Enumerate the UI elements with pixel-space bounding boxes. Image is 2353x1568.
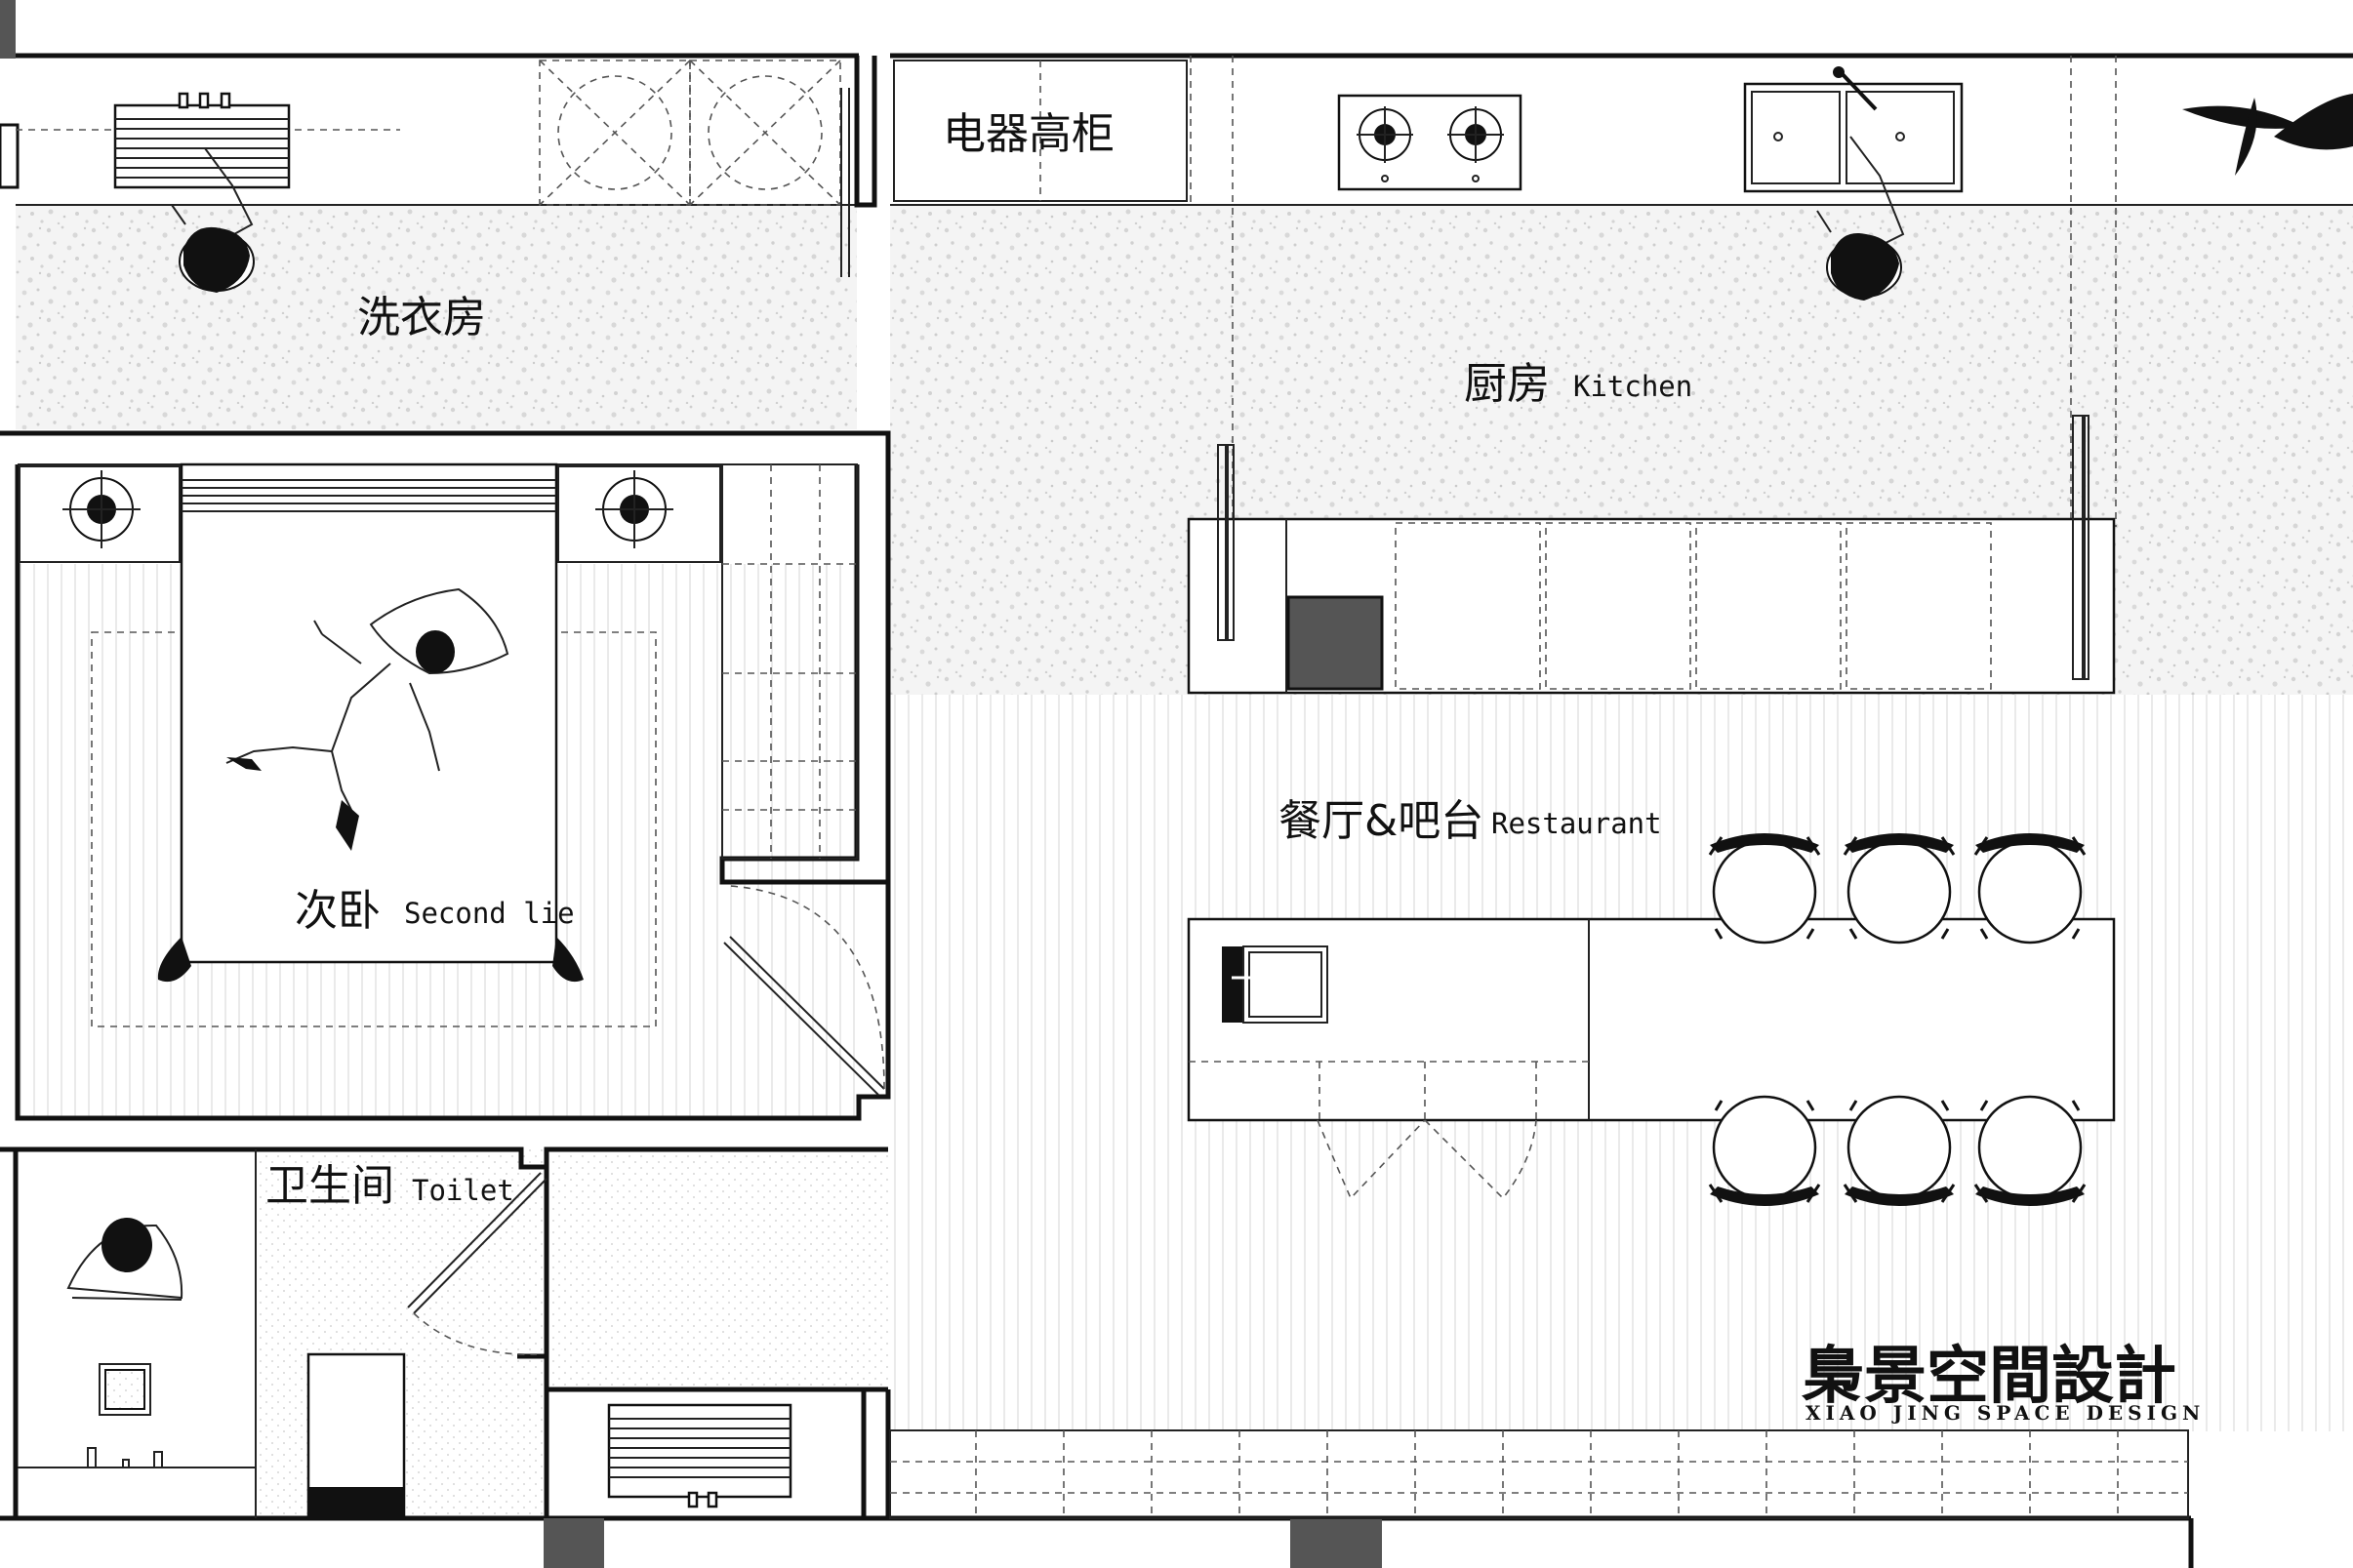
toilet-room: 卫生间 Toilet: [18, 1149, 548, 1520]
studio-logo: 梟景空間設計 XIAO JING SPACE DESIGN: [1801, 1340, 2205, 1425]
kitchen-sink: [1743, 66, 1964, 193]
toilet-label-en: Toilet: [412, 1174, 514, 1207]
bottom-storage-cabinet: [889, 1429, 2189, 1519]
bar-stool-top-2: [1843, 833, 1956, 945]
toilet-door: [407, 1172, 548, 1355]
bar-stool-top-1: [1708, 833, 1821, 945]
kitchen-island-counter: [1187, 415, 2116, 695]
kitchen-label: 厨房 Kitchen: [1464, 359, 1692, 409]
dining-bar-label-en: Restaurant: [1491, 807, 1662, 840]
kitchen-label-cn: 厨房: [1464, 359, 1550, 409]
tall-cabinet-label: 电器高柜: [943, 109, 1115, 159]
lower-sink-vanity: [607, 1403, 792, 1508]
logo-en: XIAO JING SPACE DESIGN: [1805, 1401, 2205, 1425]
tall-appliance-cabinet: [893, 56, 1192, 205]
bar-stool-top-3: [1973, 833, 2087, 945]
bar-stool-bottom-3: [1973, 1095, 2087, 1206]
nightstand-lamp-right: [557, 465, 721, 563]
washing-sink: [113, 92, 291, 189]
fan-plant-icon: [2182, 94, 2353, 176]
bedroom-door: [723, 885, 885, 1096]
dining-bar-label-cn: 餐厅&吧台: [1278, 796, 1483, 846]
person-figure-toilet: [66, 1218, 183, 1301]
bar-island: [1187, 917, 2116, 1200]
kitchen: 电器高柜: [893, 56, 2353, 695]
toilet-label: 卫生间 Toilet: [265, 1161, 514, 1211]
bar-stool-bottom-1: [1708, 1095, 1821, 1206]
dining-bar-label: 餐厅&吧台 Restaurant: [1278, 796, 1662, 846]
washer-dryer-units: [539, 60, 850, 277]
dining-bar: 餐厅&吧台 Restaurant: [1187, 796, 2116, 1206]
bar-stool-bottom-2: [1843, 1095, 1956, 1206]
floor-drain-icon: [99, 1363, 151, 1416]
kitchen-label-en: Kitchen: [1573, 370, 1692, 403]
second-bedroom-label-en: Second lie: [404, 897, 575, 930]
laundry-room: 洗衣房: [16, 60, 850, 342]
gas-cooktop: [1337, 94, 1522, 191]
toilet-bowl: [306, 1352, 406, 1520]
laundry-room-label: 洗衣房: [357, 293, 486, 342]
toilet-label-cn: 卫生间: [265, 1161, 394, 1211]
second-bedroom-label: 次卧 Second lie: [295, 886, 575, 936]
person-figure-kitchen: [1816, 136, 1905, 301]
sleeping-person-figure: [225, 587, 509, 851]
second-bedroom: 次卧 Second lie: [19, 462, 885, 1096]
nightstand-lamp-left: [19, 465, 181, 563]
bed: [157, 462, 584, 983]
person-figure-laundry: [171, 147, 255, 293]
logo-cn: 梟景空間設計: [1801, 1340, 2176, 1413]
second-bedroom-label-cn: 次卧: [295, 886, 381, 936]
